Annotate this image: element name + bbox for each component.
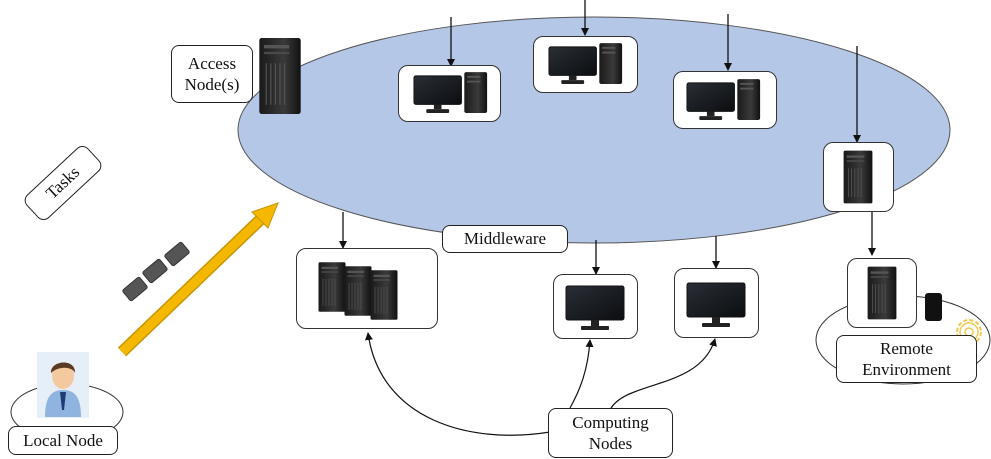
middleware-label-text: Middleware: [463, 229, 547, 249]
remote-environment-label-line2: Environment: [862, 360, 951, 379]
monitor-icon: [686, 282, 746, 328]
task-blocks: [122, 241, 190, 302]
middleware-label: Middleware: [442, 225, 568, 253]
tower-node-right: [823, 142, 894, 212]
local-node-label: Local Node: [8, 426, 118, 455]
access-node-label: Access Node(s): [171, 45, 253, 103]
local-node-label-text: Local Node: [23, 430, 103, 450]
desktop-node-3: [673, 71, 777, 129]
curve-to-monitor-2: [609, 338, 717, 411]
remote-environment-label: Remote Environment: [836, 335, 977, 383]
curve-to-cluster: [365, 332, 551, 436]
computing-nodes-label-line1: Computing: [572, 412, 649, 432]
computing-nodes-label-line2: Nodes: [588, 434, 633, 453]
task-flow-arrow: [117, 202, 279, 357]
server-cluster-node: [296, 248, 438, 329]
phone-icon: [925, 293, 942, 321]
user-avatar-icon: [37, 352, 89, 418]
computing-nodes-label: Computing Nodes: [548, 408, 673, 458]
remote-tower-node: [847, 258, 917, 328]
access-node-label-line1: Access: [187, 53, 237, 73]
server-cluster-icon: [318, 261, 398, 321]
desktop-node-2: [533, 36, 638, 93]
remote-environment-label-line1: Remote: [880, 338, 933, 358]
curve-to-monitor-1: [569, 339, 594, 409]
monitor-node-1: [553, 274, 638, 339]
desktop-node-1: [398, 65, 501, 122]
tower-server-icon: [258, 37, 302, 115]
monitor-node-2: [674, 268, 759, 338]
access-node-label-line2: Node(s): [184, 75, 240, 94]
monitor-icon: [565, 285, 625, 331]
